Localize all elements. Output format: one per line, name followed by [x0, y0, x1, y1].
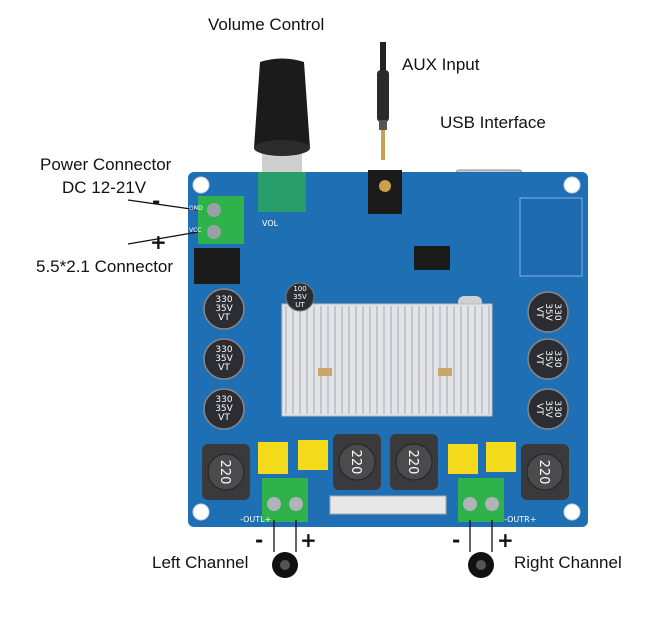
- capacitor-label: 330: [215, 395, 232, 405]
- capacitor-label: VT: [218, 413, 230, 423]
- volume-knob: [254, 58, 310, 212]
- right-channel-label: Right Channel: [514, 553, 622, 572]
- silk-vol: VOL: [262, 219, 279, 228]
- capacitor-label: 35V: [215, 304, 233, 314]
- capacitor-label: 35V: [543, 400, 553, 418]
- right-minus-label: -: [452, 528, 461, 552]
- left-speaker-icon: [272, 552, 298, 578]
- capacitor-label: 35V: [543, 350, 553, 368]
- inductor-label: 220: [217, 460, 232, 485]
- small-cap-voltage: 35V: [293, 293, 307, 301]
- left-output-terminal: [262, 478, 308, 522]
- capacitor-label: VT: [534, 403, 544, 415]
- inductor-label: 220: [348, 450, 363, 475]
- small-cap-value: 100: [293, 285, 306, 293]
- aux-cable: [377, 42, 389, 160]
- capacitor-group: 33035VVT33035VVT33035VVT33035VVT33035VVT…: [203, 288, 569, 430]
- capacitor-label: VT: [534, 353, 544, 365]
- inductor-4: 220: [521, 444, 569, 500]
- power-voltage-label: DC 12-21V: [62, 178, 147, 197]
- ic-chip: [414, 246, 450, 270]
- capacitor-label: VT: [218, 313, 230, 323]
- power-connector-label: Power Connector: [40, 155, 172, 174]
- capacitor-label: 35V: [543, 303, 553, 321]
- right-speaker-icon: [468, 552, 494, 578]
- heatsink: [281, 303, 493, 417]
- left-minus-label: -: [255, 528, 264, 552]
- inductor-2: 220: [333, 434, 381, 490]
- left-plus-label: +: [300, 528, 317, 552]
- inductor-label: 220: [405, 450, 420, 475]
- silk-vcc: VCC: [189, 227, 201, 234]
- usb-interface-label: USB Interface: [440, 113, 546, 132]
- aux-input-label: AUX Input: [402, 55, 480, 74]
- capacitor-label: 35V: [215, 404, 233, 414]
- pin-header: [329, 495, 447, 515]
- capacitor-label: 330: [552, 303, 562, 320]
- capacitor-label: 330: [552, 350, 562, 367]
- left-channel-label: Left Channel: [152, 553, 249, 572]
- inductor-group: 220 220 220 220: [202, 434, 569, 500]
- capacitor-label: VT: [534, 306, 544, 318]
- right-output-terminal: [458, 478, 504, 522]
- yellow-capacitors: [258, 440, 516, 474]
- inductor-3: 220: [390, 434, 438, 490]
- silk-outr: -OUTR+: [504, 515, 536, 524]
- silk-outl: -OUTL+: [240, 515, 271, 524]
- bluetooth-module: [519, 197, 583, 277]
- inductor-label: 220: [536, 460, 551, 485]
- capacitor-label: 330: [215, 295, 232, 305]
- capacitor-label: 35V: [215, 354, 233, 364]
- capacitor-label: 330: [552, 400, 562, 417]
- aux-jack-hole: [379, 180, 391, 192]
- inductor-1: 220: [202, 444, 250, 500]
- power-terminal: [198, 196, 244, 244]
- volume-control-label: Volume Control: [208, 15, 325, 34]
- connector-size-label: 5.5*2.1 Connector: [36, 257, 174, 276]
- small-capacitor: 100 35V UT: [285, 282, 315, 312]
- leader-lines: [127, 199, 493, 552]
- mounting-holes: [192, 176, 581, 521]
- power-plus-label: +: [150, 230, 167, 254]
- small-cap-series: UT: [295, 301, 305, 309]
- right-plus-label: +: [497, 528, 514, 552]
- power-minus-label: -: [152, 189, 161, 213]
- capacitor-label: VT: [218, 363, 230, 373]
- silk-gnd: GND: [189, 205, 203, 212]
- dc-jack: [194, 248, 240, 284]
- capacitor-label: 330: [215, 345, 232, 355]
